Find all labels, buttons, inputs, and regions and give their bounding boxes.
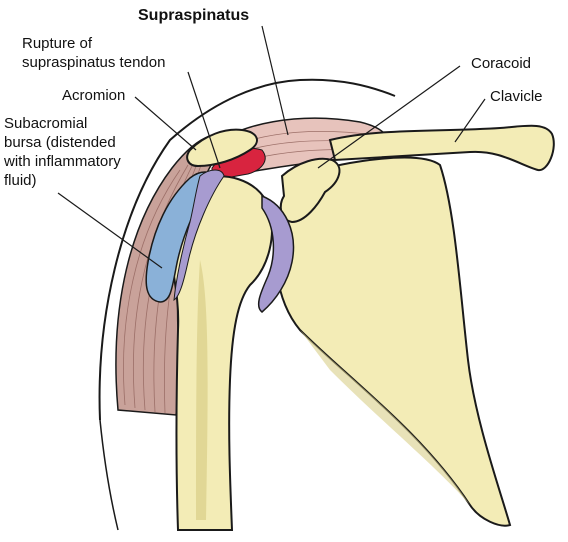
leader-acromion <box>134 96 197 151</box>
arm-skin-outline <box>98 78 396 421</box>
glenoid-cartilage <box>257 194 295 313</box>
scapula-shadow <box>300 330 470 505</box>
label-bursa-line1: Subacromial <box>4 115 88 132</box>
label-coracoid: Coracoid <box>471 55 532 72</box>
arm-skin-front <box>99 419 119 531</box>
label-rupture-line2: supraspinatus tendon <box>22 54 166 71</box>
leader-bursa <box>57 192 163 269</box>
leader-supraspinatus <box>261 25 289 136</box>
leader-lines <box>57 25 486 269</box>
label-bursa-line3: with inflammatory <box>4 153 121 170</box>
acromion-bone <box>186 128 258 168</box>
leader-clavicle <box>454 98 486 143</box>
leader-rupture <box>187 71 221 169</box>
scapula <box>274 156 512 527</box>
label-acromion: Acromion <box>62 87 126 104</box>
label-clavicle: Clavicle <box>490 88 543 105</box>
label-supraspinatus: Supraspinatus <box>138 7 250 24</box>
label-bursa-line4: fluid) <box>4 172 37 189</box>
leader-coracoid <box>317 65 461 169</box>
label-rupture-line1: Rupture of <box>22 35 93 52</box>
clavicle-bone <box>328 124 555 171</box>
label-bursa-line2: bursa (distended <box>4 134 116 151</box>
humerus-shading <box>196 260 208 520</box>
bursa-cartilage-rim <box>173 169 225 302</box>
